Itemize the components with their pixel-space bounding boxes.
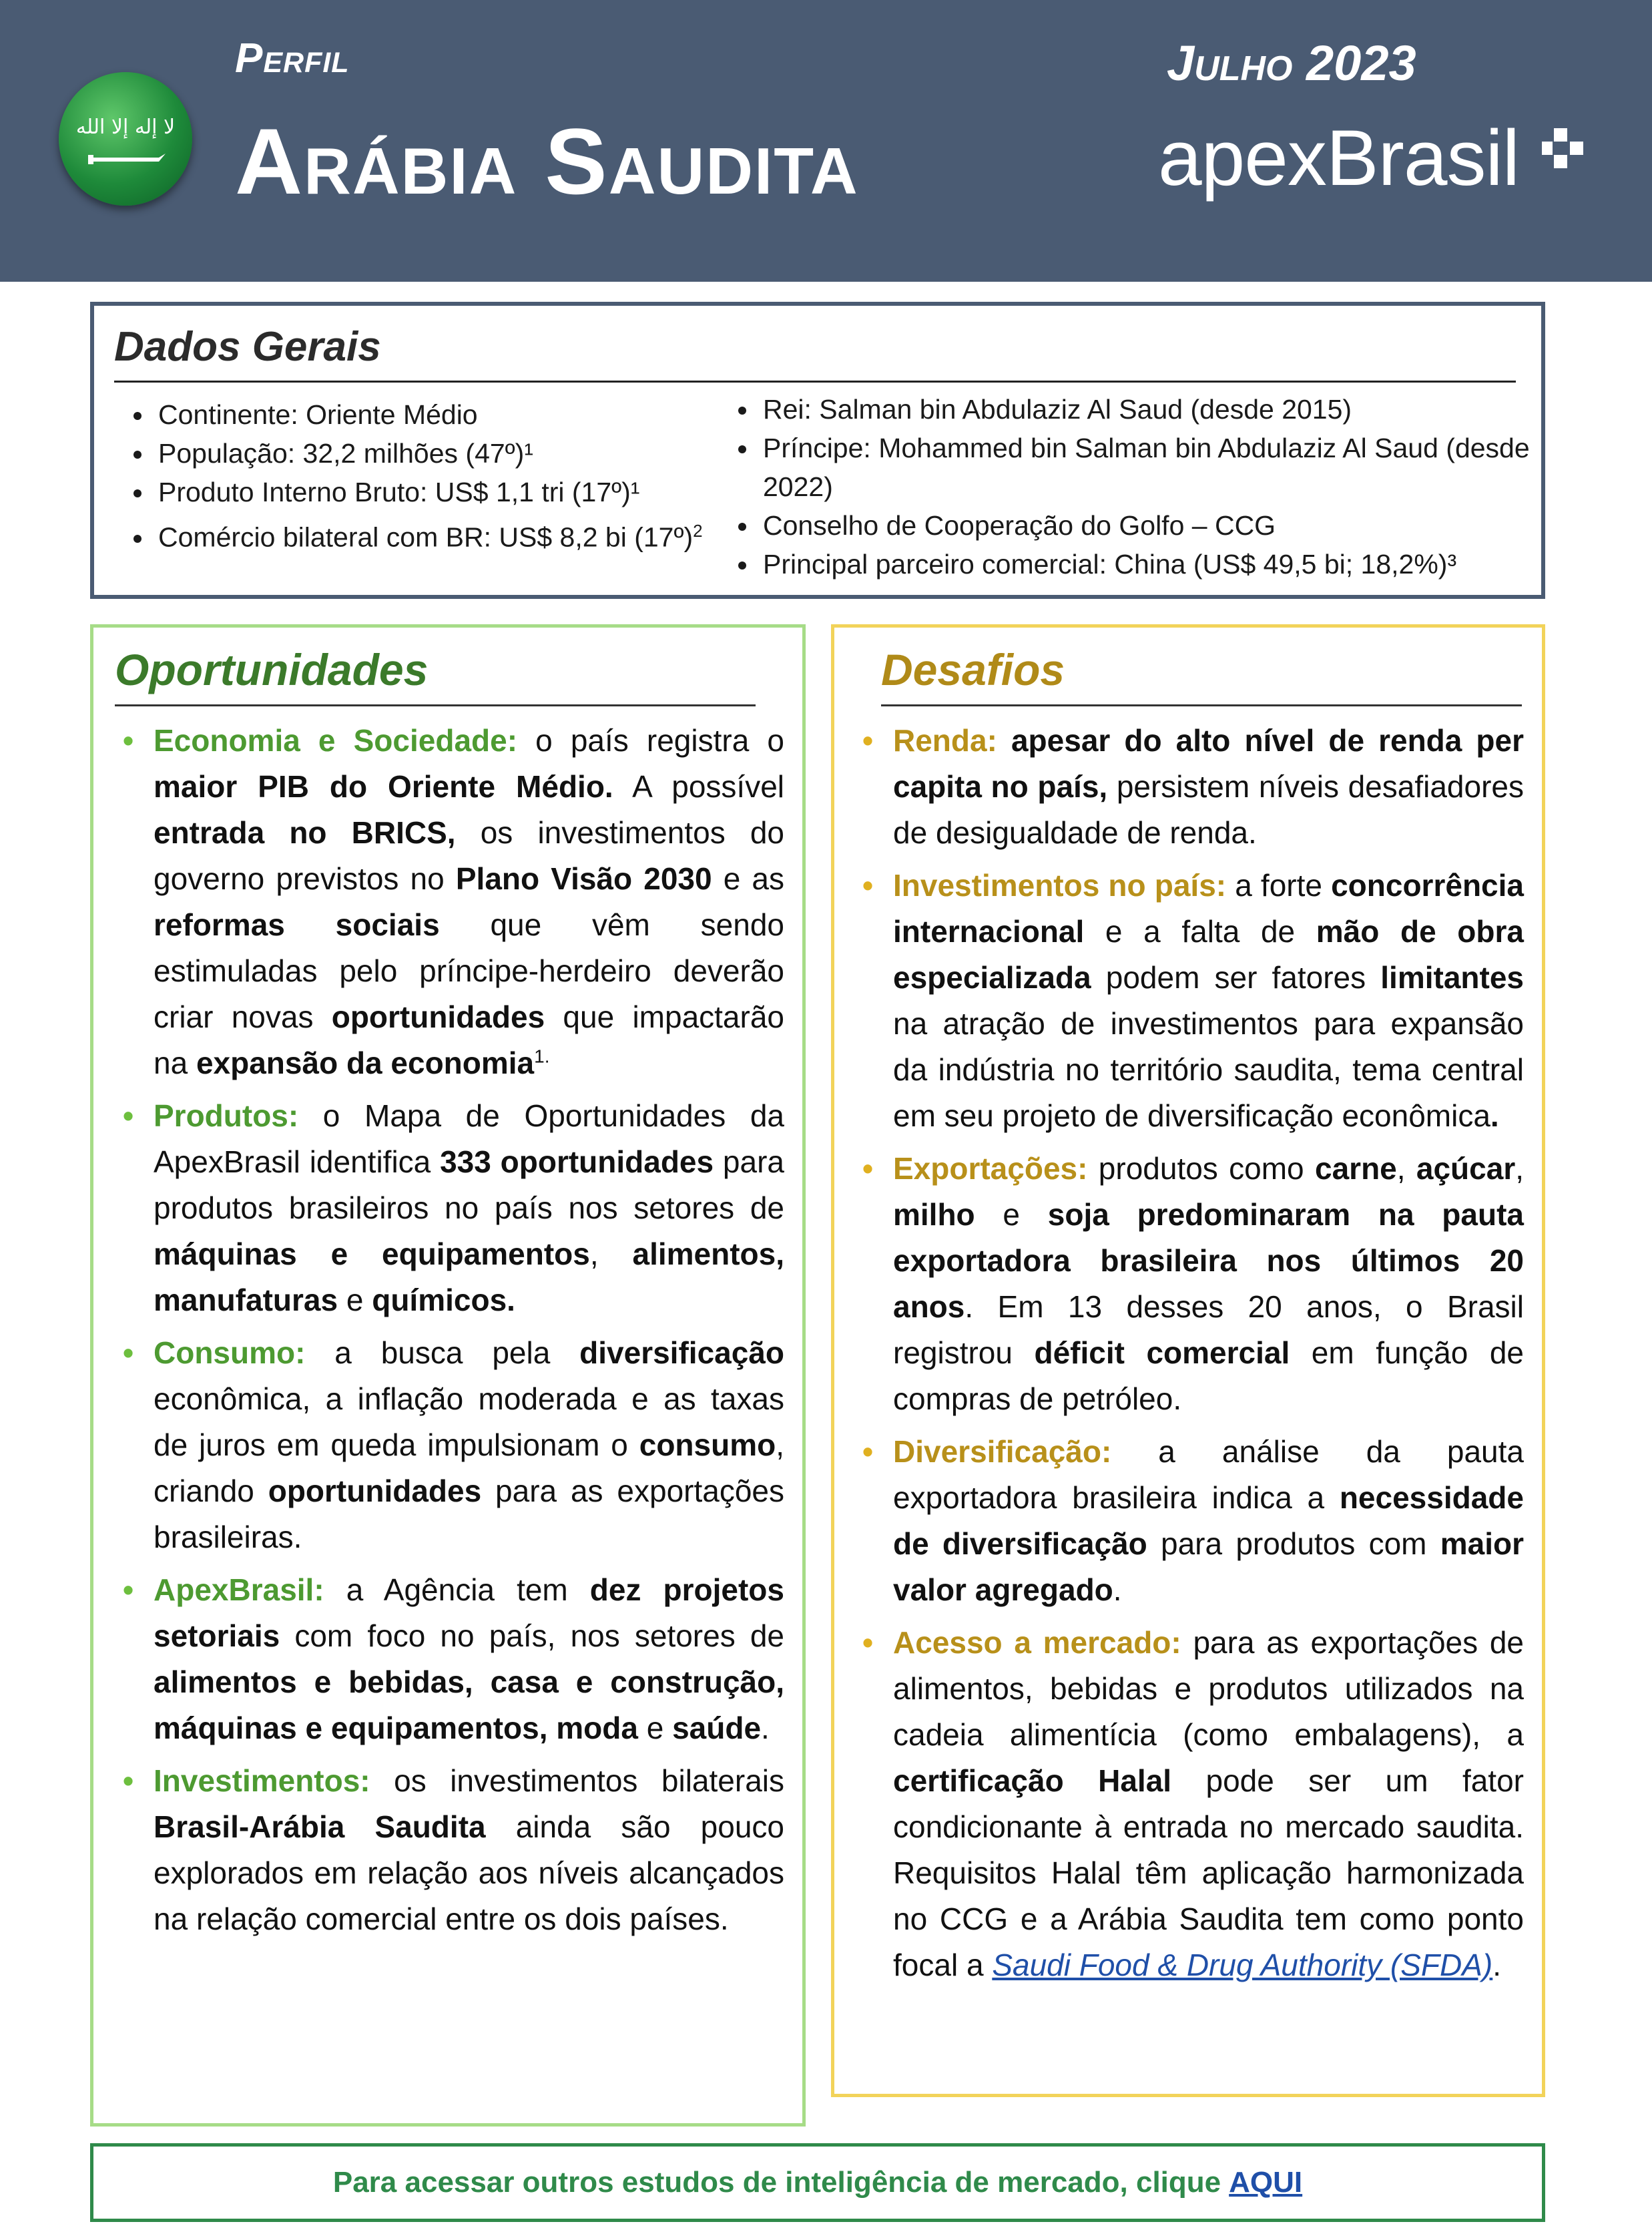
dados-gerais-title: Dados Gerais	[114, 324, 381, 370]
desafios-item: Renda: apesar do alto nível de renda per…	[860, 718, 1524, 856]
divider	[114, 381, 1516, 383]
item-lead: Diversificação:	[893, 1434, 1112, 1469]
dados-gerais-item: Príncipe: Mohammed bin Salman bin Abdula…	[759, 429, 1573, 506]
item-lead: Produtos:	[154, 1098, 299, 1133]
dados-gerais-list-right: Rei: Salman bin Abdulaziz Al Saud (desde…	[722, 390, 1573, 584]
dados-gerais-box: Dados Gerais Continente: Oriente MédioPo…	[90, 302, 1545, 599]
dados-gerais-item: Produto Interno Bruto: US$ 1,1 tri (17º)…	[154, 473, 828, 511]
publication-date: Julho 2023	[1167, 35, 1416, 91]
aqui-link[interactable]: AQUI	[1229, 2166, 1303, 2199]
item-lead: Economia e Sociedade:	[154, 723, 518, 758]
oportunidades-box: Oportunidades Economia e Sociedade: o pa…	[90, 624, 806, 2127]
profile-label: Perfil	[235, 35, 350, 81]
dados-gerais-item: Rei: Salman bin Abdulaziz Al Saud (desde…	[759, 390, 1573, 429]
divider	[881, 704, 1522, 706]
desafios-item: Exportações: produtos como carne, açúcar…	[860, 1146, 1524, 1422]
apexbrasil-logo: apexBrasil	[1158, 114, 1520, 202]
desafios-title: Desafios	[881, 645, 1065, 694]
saudi-flag-icon: ﻻ إله إلا الله	[59, 72, 192, 206]
desafios-list: Renda: apesar do alto nível de renda per…	[860, 718, 1524, 1995]
oportunidades-item: Investimentos: os investimentos bilatera…	[120, 1758, 784, 1942]
footer-text: Para acessar outros estudos de inteligên…	[332, 2166, 1221, 2199]
oportunidades-item: ApexBrasil: a Agência tem dez projetos s…	[120, 1567, 784, 1751]
oportunidades-title: Oportunidades	[115, 645, 429, 694]
item-lead: Investimentos no país:	[893, 868, 1227, 903]
oportunidades-item: Consumo: a busca pela diversificação eco…	[120, 1330, 784, 1560]
item-lead: Acesso a mercado:	[893, 1625, 1181, 1660]
oportunidades-list: Economia e Sociedade: o país registra o …	[120, 718, 784, 1949]
svg-text:ﻻ إله إلا الله: ﻻ إله إلا الله	[76, 116, 175, 139]
oportunidades-item: Produtos: o Mapa de Oportunidades da Ape…	[120, 1093, 784, 1323]
item-lead: Renda:	[893, 723, 997, 758]
dados-gerais-item: Continente: Oriente Médio	[154, 395, 828, 434]
item-lead: Consumo:	[154, 1335, 306, 1370]
dados-gerais-list-left: Continente: Oriente MédioPopulação: 32,2…	[117, 395, 828, 557]
sfda-link[interactable]: Saudi Food & Drug Authority (SFDA)	[992, 1948, 1493, 1982]
desafios-item: Diversificação: a análise da pauta expor…	[860, 1429, 1524, 1613]
footer-banner: Para acessar outros estudos de inteligên…	[90, 2143, 1545, 2222]
desafios-item: Acesso a mercado: para as exportações de…	[860, 1620, 1524, 1988]
dados-gerais-item: Comércio bilateral com BR: US$ 8,2 bi (1…	[154, 511, 828, 557]
dados-gerais-item: Conselho de Cooperação do Golfo – CCG	[759, 506, 1573, 545]
item-lead: ApexBrasil:	[154, 1572, 324, 1607]
apexbrasil-logo-mark-icon	[1542, 128, 1583, 168]
desafios-item: Investimentos no país: a forte concorrên…	[860, 863, 1524, 1139]
page-title: Arábia Saudita	[235, 109, 859, 214]
page-header: ﻻ إله إلا الله Perfil Arábia Saudita Jul…	[0, 0, 1652, 282]
item-lead: Investimentos:	[154, 1763, 370, 1798]
dados-gerais-item: Principal parceiro comercial: China (US$…	[759, 545, 1573, 584]
divider	[115, 704, 756, 706]
desafios-box: Desafios Renda: apesar do alto nível de …	[831, 624, 1545, 2097]
oportunidades-item: Economia e Sociedade: o país registra o …	[120, 718, 784, 1086]
item-lead: Exportações:	[893, 1151, 1088, 1186]
dados-gerais-item: População: 32,2 milhões (47º)¹	[154, 434, 828, 473]
